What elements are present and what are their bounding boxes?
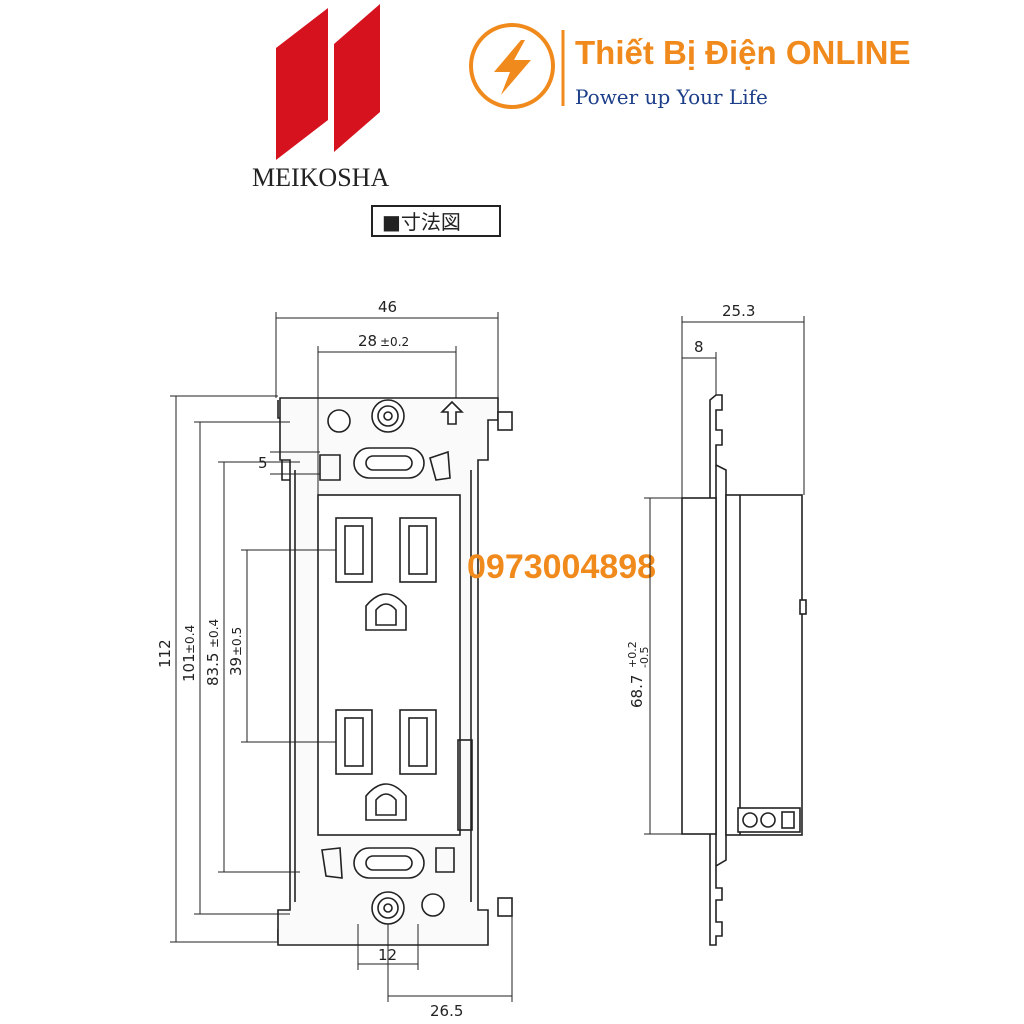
tbd-title: Thiết Bị Điện ONLINE bbox=[575, 34, 911, 71]
dim-8: 8 bbox=[694, 338, 704, 356]
tbd-slogan: Power up Your Life bbox=[575, 85, 768, 109]
dim-12: 12 bbox=[378, 946, 397, 964]
dim-28: 28 bbox=[358, 332, 377, 350]
dim-68-7-tol-plus: +0.2 bbox=[626, 641, 639, 668]
dim-83-5-tol: ±0.4 bbox=[207, 619, 221, 648]
dim-101: 101 bbox=[180, 653, 198, 682]
meikosha-name: MEIKOSHA bbox=[252, 163, 389, 192]
dim-68-7: 68.7 bbox=[628, 675, 646, 708]
side-dimensions bbox=[644, 316, 805, 835]
dim-39-tol: ±0.5 bbox=[230, 627, 244, 656]
side-front-block bbox=[681, 497, 717, 835]
meikosha-logo: MEIKOSHA bbox=[252, 4, 389, 192]
dim-25-3: 25.3 bbox=[722, 302, 755, 320]
dim-68-7-tol-minus: -0.5 bbox=[638, 647, 651, 668]
top-slot bbox=[353, 447, 425, 479]
section-title: ■寸法図 bbox=[382, 210, 461, 234]
dim-112: 112 bbox=[156, 639, 174, 668]
dim-5: 5 bbox=[258, 454, 268, 472]
dim-101-tol: ±0.4 bbox=[183, 625, 197, 654]
side-view bbox=[681, 394, 807, 946]
front-view bbox=[277, 397, 513, 946]
tbd-logo: Thiết Bị Điện ONLINE Power up Your Life bbox=[469, 23, 911, 109]
up-arrow-icon bbox=[440, 400, 464, 425]
lightning-circle-icon bbox=[469, 23, 555, 109]
section-title-box: ■寸法図 bbox=[371, 205, 501, 237]
dim-26-5: 26.5 bbox=[430, 1002, 463, 1020]
dim-39: 39 bbox=[227, 657, 245, 676]
front-dim-labels: 46 28 ±0.2 5 12 26.5 112 101 ±0.4 83.5 ±… bbox=[156, 298, 463, 1020]
dim-28-tol: ±0.2 bbox=[380, 335, 409, 349]
side-body bbox=[725, 494, 803, 836]
lightning-icon bbox=[494, 40, 531, 95]
dim-46: 46 bbox=[378, 298, 397, 316]
phone-number: 0973004898 bbox=[467, 548, 656, 586]
dim-83-5: 83.5 bbox=[204, 653, 222, 686]
bottom-slot bbox=[353, 847, 425, 879]
side-dim-labels: 25.3 8 68.7 +0.2 -0.5 bbox=[626, 302, 755, 708]
front-dimensions bbox=[170, 312, 513, 1002]
